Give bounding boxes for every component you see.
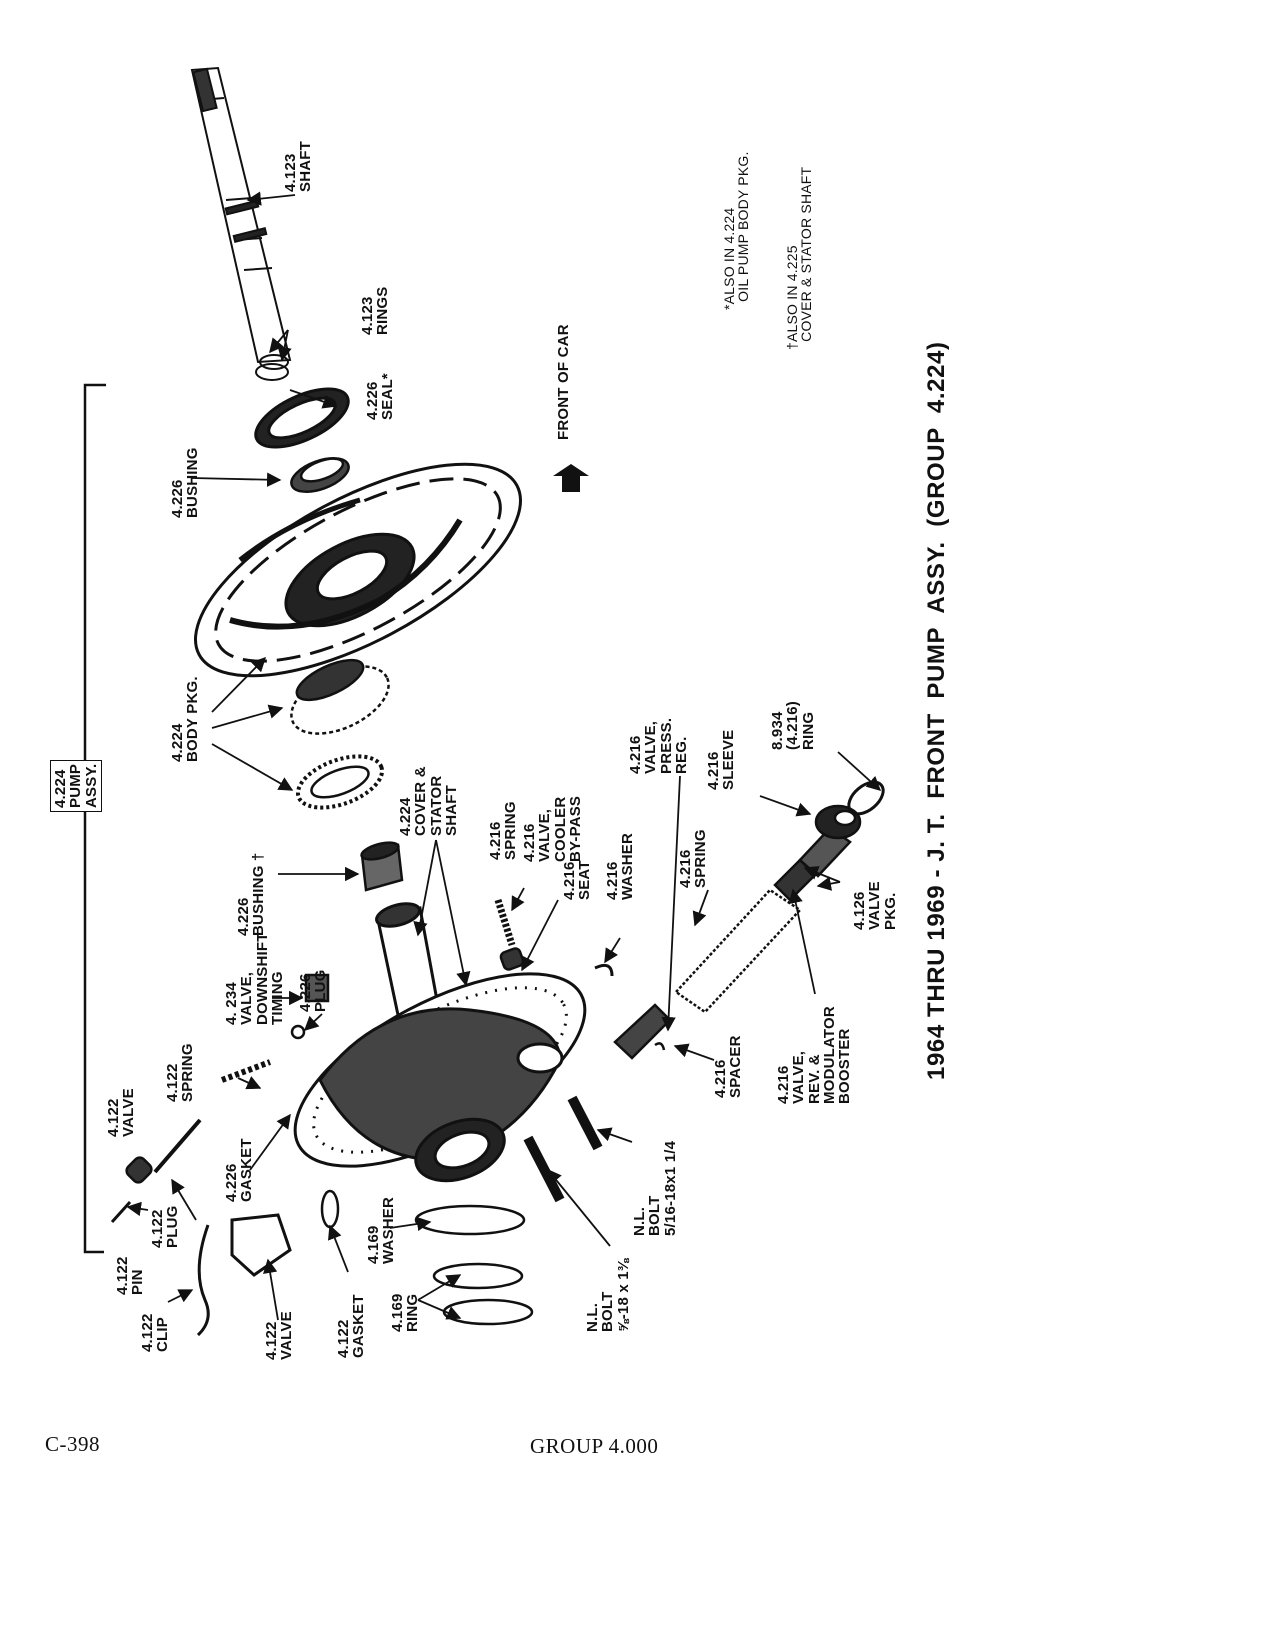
label-4-122-valve-bottom: 4.122 VALVE bbox=[263, 1311, 296, 1360]
label-4-123-rings: 4.123 RINGS bbox=[359, 286, 392, 335]
label-4-216-washer: 4.216 WASHER bbox=[604, 832, 637, 900]
label-4-216-spacer: 4.216 SPACER bbox=[712, 1035, 745, 1098]
label-4-122-gasket: 4.122 GASKET bbox=[335, 1294, 368, 1358]
seal-drawing bbox=[254, 387, 350, 449]
label-4-226-bushing-dagger: 4.226 BUSHING † bbox=[235, 852, 268, 936]
bushing-drawing bbox=[290, 457, 350, 493]
input-shaft-drawing bbox=[190, 66, 292, 364]
label-4-122-valve-top: 4.122 VALVE bbox=[105, 1088, 138, 1137]
label-4-234-valve-downshift: 4. 234 VALVE, DOWNSHIFT TIMING bbox=[223, 932, 286, 1025]
label-4-226-gasket: 4.226 GASKET bbox=[223, 1138, 256, 1202]
label-8-934-ring: 8.934 (4.216) RING bbox=[769, 701, 817, 750]
assembly-bracket bbox=[83, 383, 106, 1254]
label-4-216-valve-cooler: 4.216 VALVE, COOLER BY-PASS bbox=[521, 795, 584, 862]
label-4-216-spring: 4.216 SPRING bbox=[487, 801, 520, 860]
label-4-224-body-pkg: 4.224 BODY PKG. bbox=[169, 676, 202, 762]
label-4-123-shaft: 4.123 SHAFT bbox=[282, 141, 315, 192]
page-number: C-398 bbox=[45, 1432, 100, 1456]
leader-lines bbox=[126, 191, 882, 1321]
label-4-226-bushing: 4.226 BUSHING bbox=[169, 447, 202, 518]
figure-title: 1964 THRU 1969 - J. T. FRONT PUMP ASSY. … bbox=[923, 341, 950, 1080]
assembly-box-label: 4.224 PUMP ASSY. bbox=[50, 759, 102, 812]
lower-bushing-drawing bbox=[360, 841, 404, 892]
label-4-122-spring: 4.122 SPRING bbox=[164, 1043, 197, 1102]
label-4-224-cover-stator-shaft: 4.224 COVER & STATOR SHAFT bbox=[397, 766, 460, 836]
label-4-169-washer: 4.169 WASHER bbox=[365, 1196, 398, 1264]
label-4-216-spring-lower: 4.216 SPRING bbox=[677, 829, 710, 888]
label-nl-bolt-large: N.L. BOLT ⅝-18 x 1⅜ bbox=[584, 1258, 632, 1332]
label-4-122-pin: 4.122 PIN bbox=[114, 1256, 147, 1295]
front-of-car-arrow-icon bbox=[553, 464, 589, 492]
shaft-rings-drawing bbox=[255, 354, 289, 381]
label-nl-bolt-small: N.L. BOLT 5/16-18x1 1/4 bbox=[631, 1140, 679, 1236]
label-4-216-valve-press-reg: 4.216 VALVE, PRESS. REG. bbox=[627, 717, 690, 774]
label-4-122-clip: 4.122 CLIP bbox=[139, 1313, 172, 1352]
label-4-226-plug: 4.226 PLUG bbox=[297, 969, 330, 1012]
cover-stator-shaft-drawing bbox=[293, 902, 587, 1183]
note-seal: *ALSO IN 4.224 OIL PUMP BODY PKG. bbox=[721, 151, 752, 310]
valves-springs-drawing bbox=[110, 780, 885, 1224]
label-4-216-valve-rev-modulator: 4.216 VALVE, REV. & MODULATOR BOOSTER bbox=[775, 1006, 854, 1104]
front-of-car-label: FRONT OF CAR bbox=[555, 324, 572, 440]
label-4-122-plug: 4.122 PLUG bbox=[149, 1205, 182, 1248]
label-4-226-seal: 4.226 SEAL* bbox=[364, 373, 397, 420]
pump-body-plate-drawing bbox=[194, 462, 522, 678]
label-4-216-seat: 4.216 SEAT bbox=[561, 860, 594, 900]
label-4-169-ring: 4.169 RING bbox=[389, 1293, 422, 1332]
label-4-126-valve-pkg: 4.126 VALVE PKG. bbox=[851, 881, 899, 930]
label-4-216-sleeve: 4.216 SLEEVE bbox=[705, 729, 738, 790]
group-label: GROUP 4.000 bbox=[530, 1434, 659, 1458]
pump-gears-drawing bbox=[290, 658, 390, 810]
note-bushing: †ALSO IN 4.225 COVER & STATOR SHAFT bbox=[784, 166, 815, 350]
